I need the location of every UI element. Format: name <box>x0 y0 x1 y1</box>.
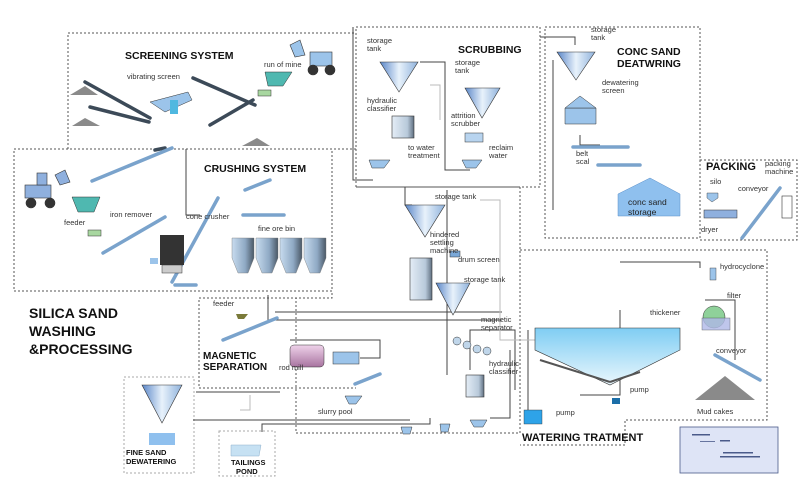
label-rod-mill: rod mill <box>279 363 304 372</box>
fine-sand-dewatering-box <box>123 376 195 474</box>
label-hydrocyclone: hydrocyclone <box>720 262 765 271</box>
label-fine-ore-bin: fine ore bin <box>258 224 296 233</box>
tailings-pond-title-1: TAILINGS <box>231 458 266 467</box>
label-iron-remover: iron remover <box>110 210 153 219</box>
scrubbing-title: SCRUBBING <box>458 44 522 56</box>
label-feeder: feeder <box>64 218 86 227</box>
label-silo: silo <box>710 177 722 186</box>
label-run-of-mine: run of mine <box>264 60 302 69</box>
packing-box <box>699 159 798 241</box>
tailings-pond-title-2: POND <box>236 467 258 476</box>
label-dewatering-screen: dewatering screen <box>602 78 639 95</box>
magnetic-separation-box <box>199 291 333 299</box>
conc-sand-storage-pile <box>617 177 681 217</box>
label-storage-tank: storage tank <box>435 192 477 201</box>
label-conveyor: conveyor <box>716 346 747 355</box>
label-feeder: feeder <box>213 299 235 308</box>
label-attrition-scrubber: attrition scrubber <box>451 111 481 128</box>
tailings-pond-box <box>218 430 276 477</box>
crushing-system-title: CRUSHING SYSTEM <box>204 163 307 175</box>
legend-box <box>679 426 779 474</box>
label-dryer: dryer <box>701 225 719 234</box>
label-to-water-treatment: to water treatment <box>408 143 440 160</box>
label-hindered-settling-machine: hindered settling machine <box>430 230 460 255</box>
label-pump: pump <box>630 385 649 394</box>
loader-screening <box>289 39 336 76</box>
label-vibrating-screen: vibrating screen <box>127 72 180 81</box>
label-filter: filter <box>727 291 742 300</box>
main-title-line-2: WASHING <box>29 323 96 339</box>
packing-title: PACKING <box>706 161 756 173</box>
label-belt-scal: belt scal <box>576 149 590 166</box>
label-conveyor: conveyor <box>738 184 769 193</box>
main-title-line-3: &PROCESSING <box>29 341 133 357</box>
label-conc-sand-storage: conc sand storage <box>628 197 667 217</box>
magnetic-separation-title-1: MAGNETIC <box>203 351 257 362</box>
conc-sand-title-2: DEATWRING <box>617 58 681 70</box>
label-mud-cakes: Mud cakes <box>697 407 734 416</box>
label-thickener: thickener <box>650 308 681 317</box>
label-reclaim-water: reclaim water <box>489 143 514 160</box>
conc-sand-box <box>544 26 701 239</box>
label-storage-tank: storage tank <box>367 36 393 53</box>
thickener-tank <box>534 327 681 386</box>
conc-sand-title-1: CONC SAND <box>617 46 681 58</box>
label-hydraulic-classifier: hydraulic classifier <box>367 96 398 113</box>
main-title-line-1: SILICA SAND <box>29 305 118 321</box>
label-storage-tank: storage tank <box>464 275 506 284</box>
label-storage-tank: storage tank <box>591 25 617 42</box>
label-packing-machine: packing machine <box>765 159 794 176</box>
screening-system-title: SCREENING SYSTEM <box>125 50 234 62</box>
watering-treatment-box <box>520 249 768 446</box>
label-cone-crusher: cone crusher <box>186 212 230 221</box>
loader-crushing <box>24 169 71 209</box>
fine-sand-dewatering-title-2: DEWATERING <box>126 457 177 466</box>
label-drum-screen: drum screen <box>458 255 500 264</box>
watering-treatment-title: WATERING TRATMENT <box>522 432 644 444</box>
label-storage-tank: storage tank <box>455 58 481 75</box>
crushing-system-box <box>13 148 333 292</box>
label-hydraulic-classifier: hydraulic classifier <box>489 359 520 376</box>
label-magnetic-separator: magnetic separator <box>481 315 513 332</box>
label-pump: pump <box>556 408 575 417</box>
fine-sand-dewatering-title-1: FINE SAND <box>126 448 167 457</box>
label-slurry-pool: slurry pool <box>318 407 353 416</box>
magnetic-separation-title-2: SEPARATION <box>203 362 268 373</box>
